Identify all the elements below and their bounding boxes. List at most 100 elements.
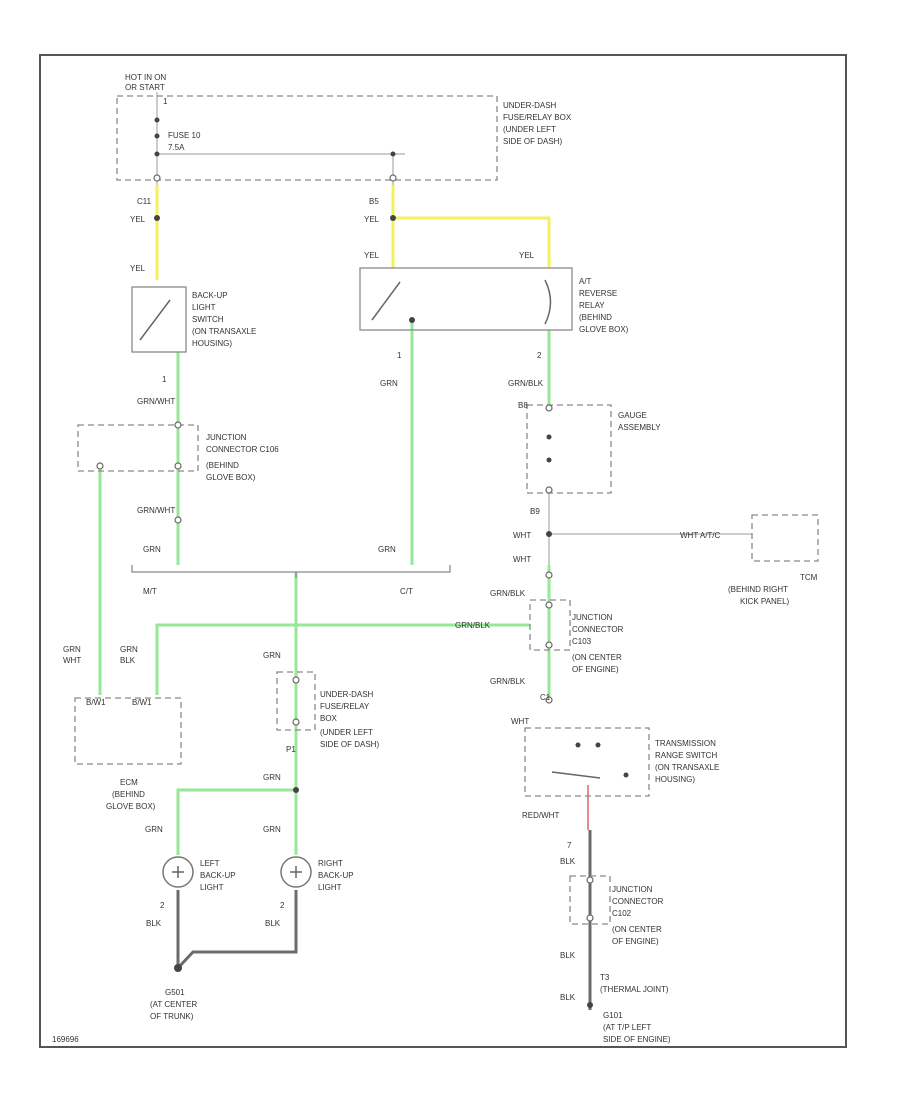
pin-2-left-light: 2 xyxy=(160,901,165,910)
gauge-label-1: GAUGE xyxy=(618,411,647,420)
backup-light-switch-box xyxy=(131,286,187,353)
backup-switch-contact xyxy=(139,299,171,341)
pin-b9-label: B9 xyxy=(530,507,540,516)
pin-c103-in xyxy=(545,601,553,609)
pin-b8-label: B8 xyxy=(518,401,528,410)
backup-switch-label-2: LIGHT xyxy=(192,303,216,312)
backup-switch-label-1: BACK-UP xyxy=(192,291,228,300)
ground-g101-symbol xyxy=(587,1002,593,1008)
left-bulb-filament xyxy=(172,866,184,878)
at-reverse-relay-box xyxy=(359,267,573,331)
junction-c102-outline xyxy=(569,875,611,925)
range-switch-contact xyxy=(551,771,601,779)
pin-grn-wht-lower xyxy=(174,516,182,524)
left-light-label-1: LEFT xyxy=(200,859,220,868)
range-switch-pos-3 xyxy=(623,772,629,778)
pin-c106-ecm xyxy=(96,462,104,470)
pin-1-switch-label: 1 xyxy=(162,375,167,384)
pin-wht-lower xyxy=(545,571,553,579)
blk-label-c102: BLK xyxy=(560,951,576,960)
wire-grn-left-light xyxy=(176,788,296,855)
right-light-label-3: LIGHT xyxy=(318,883,342,892)
grn-blk-label-ecm: GRN/BLK xyxy=(455,621,491,630)
wires xyxy=(98,92,752,1010)
node-yel-left xyxy=(154,215,160,221)
fuse-relay-box-outline xyxy=(116,95,498,181)
node-fuse-top xyxy=(154,117,160,123)
pin-b8-terminal xyxy=(545,404,553,412)
trans-switch-label-4: HOUSING) xyxy=(655,775,695,784)
fuse-box2-label-4: (UNDER LEFT xyxy=(320,728,373,737)
pin-c1-label: C1 xyxy=(540,693,551,702)
wht-atc-label: WHT A/T/C xyxy=(680,531,721,540)
node-gauge-1 xyxy=(546,434,552,440)
pin-fuse-box2-in xyxy=(292,676,300,684)
footer-code: 169696 xyxy=(52,1035,79,1044)
junction-c103-label-2: CONNECTOR xyxy=(572,625,624,634)
trans-switch-label-3: (ON TRANSAXLE xyxy=(655,763,719,772)
ground-g101-label-2: (AT T/P LEFT xyxy=(603,1023,651,1032)
tcm-label-2: (BEHIND RIGHT xyxy=(728,585,788,594)
ground-g101-label-3: SIDE OF ENGINE) xyxy=(603,1035,671,1044)
connection-points xyxy=(96,117,594,1008)
wire-grn-blk-ecm xyxy=(155,623,530,695)
right-light-label-1: RIGHT xyxy=(318,859,343,868)
gauge-label-2: ASSEMBLY xyxy=(618,423,661,432)
pin-1-relay-label: 1 xyxy=(397,351,402,360)
ecm-pin-label-1: B/W1 xyxy=(86,698,106,707)
ct-label: C/T xyxy=(400,587,413,596)
grn-blk-label-relay: GRN/BLK xyxy=(508,379,544,388)
fuse-label-1: FUSE 10 xyxy=(168,131,201,140)
ground-g501-label-1: G501 xyxy=(165,988,185,997)
yel-label-center: YEL xyxy=(364,215,380,224)
node-relay-out xyxy=(409,317,415,323)
fuse-relay-box-2-outline xyxy=(276,671,316,731)
node-gauge-2 xyxy=(546,457,552,463)
ground-g501-label-2: (AT CENTER xyxy=(150,1000,197,1009)
right-light-label-2: BACK-UP xyxy=(318,871,354,880)
blk-label-right-light: BLK xyxy=(265,919,281,928)
grn-label-fuse-box2: GRN xyxy=(263,651,281,660)
blk-label-left-light: BLK xyxy=(146,919,162,928)
t3-label-1: T3 xyxy=(600,973,610,982)
ecm-label-3: GLOVE BOX) xyxy=(106,802,156,811)
grn-blk-label-c1: GRN/BLK xyxy=(490,677,526,686)
junction-c106-outline xyxy=(77,424,199,472)
junction-c102-label-4: (ON CENTER xyxy=(612,925,662,934)
pin-c11-label: C11 xyxy=(137,197,152,206)
fuse-box-label-1: UNDER-DASH xyxy=(503,101,557,110)
junction-c102-label-1: JUNCTION xyxy=(612,885,653,894)
grn-label-right-light: GRN xyxy=(263,825,281,834)
backup-switch-label-3: SWITCH xyxy=(192,315,224,324)
backup-switch-label-5: HOUSING) xyxy=(192,339,232,348)
trans-switch-label-1: TRANSMISSION xyxy=(655,739,716,748)
ground-g501-label-3: OF TRUNK) xyxy=(150,1012,194,1021)
node-yel-center xyxy=(390,215,396,221)
pin-c11-terminal xyxy=(153,174,161,182)
pin-b5-label: B5 xyxy=(369,197,379,206)
pin-2-right-light: 2 xyxy=(280,901,285,910)
relay-coil xyxy=(544,279,552,325)
yel-label-relay-in: YEL xyxy=(364,251,380,260)
grn-label-ct: GRN xyxy=(378,545,396,554)
junction-c103-label-3: C103 xyxy=(572,637,592,646)
grn-wht-split-2: WHT xyxy=(63,656,81,665)
grn-label-mt: GRN xyxy=(143,545,161,554)
blk-label-range: BLK xyxy=(560,857,576,866)
junction-c103-label-1: JUNCTION xyxy=(572,613,613,622)
junction-c102-label-3: C102 xyxy=(612,909,632,918)
mt-label: M/T xyxy=(143,587,157,596)
fuse-box-label-3: (UNDER LEFT xyxy=(503,125,556,134)
transmission-range-switch-outline xyxy=(524,727,650,797)
ecm-outline xyxy=(74,697,182,765)
wire-yel-relay xyxy=(393,216,551,268)
wht-label-upper: WHT xyxy=(513,531,531,540)
at-relay-label-4: (BEHIND xyxy=(579,313,612,322)
fuse-box-label-2: FUSE/RELAY BOX xyxy=(503,113,572,122)
tcm-label-1: TCM xyxy=(800,573,818,582)
right-bulb-filament xyxy=(290,866,302,878)
ecm-pin-label-2: B/W1 xyxy=(132,698,152,707)
diagram-frame xyxy=(39,54,847,1048)
at-relay-label-3: RELAY xyxy=(579,301,605,310)
trans-switch-label-2: RANGE SWITCH xyxy=(655,751,717,760)
